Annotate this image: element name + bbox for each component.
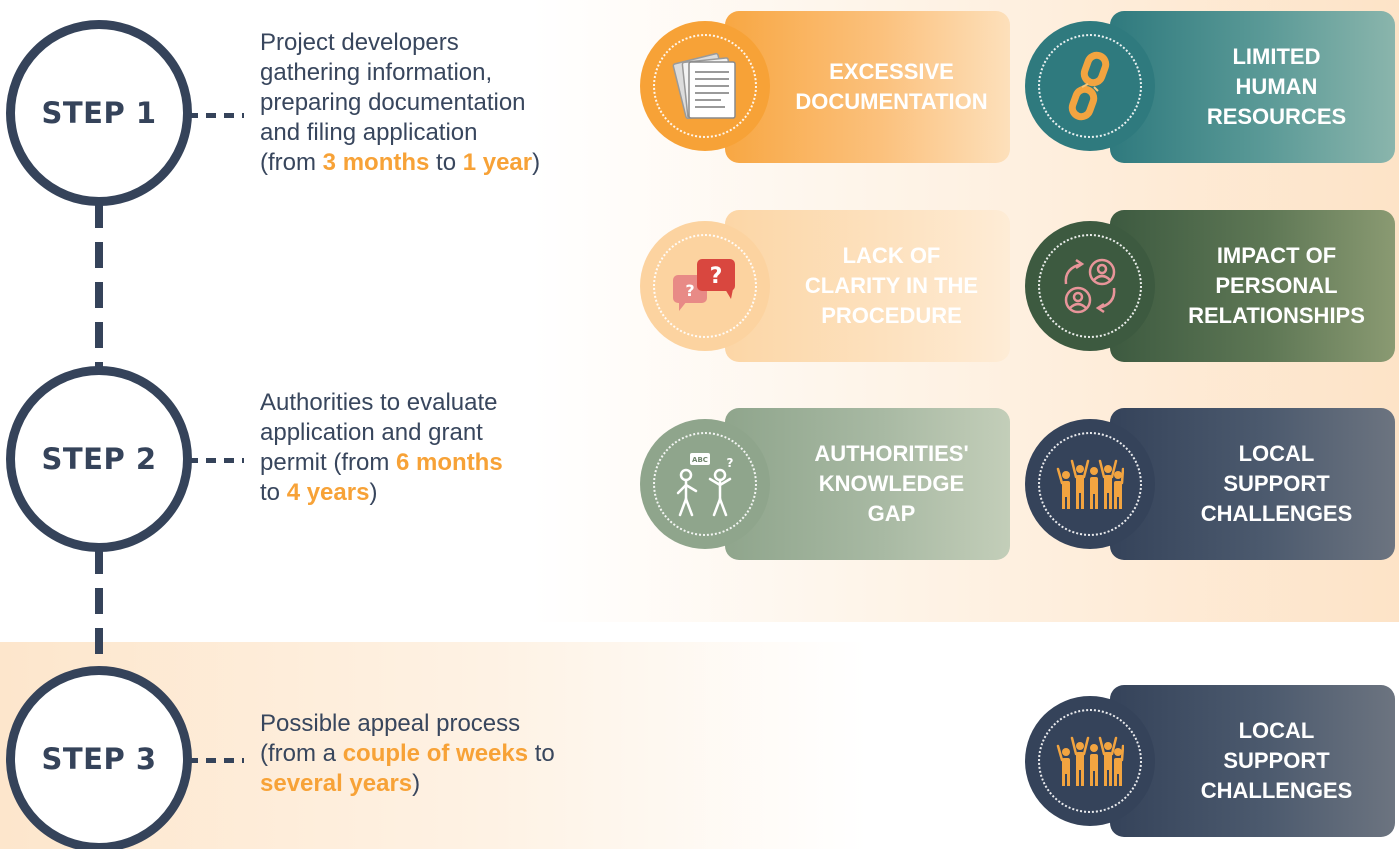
people-exchange-badge	[1025, 221, 1155, 351]
duration-highlight: 3 months	[322, 149, 430, 176]
broken-chain-badge	[1025, 21, 1155, 151]
step-3-circle: STEP 3	[6, 666, 192, 849]
card-local-support-challenges-appeal: LOCAL SUPPORT CHALLENGES	[1110, 685, 1395, 837]
svg-text:?: ?	[685, 281, 694, 300]
svg-text:ABC: ABC	[692, 456, 708, 464]
people-exchange-icon	[1064, 258, 1116, 314]
connector-step2-desc	[188, 458, 244, 463]
step-1-description: Project developers gathering information…	[260, 29, 541, 176]
step-3-description: Possible appeal process (from a couple o…	[260, 710, 555, 797]
card-lack-of-clarity: LACK OF CLARITY IN THE PROCEDURE	[725, 210, 1010, 362]
crowd-icon	[1056, 459, 1124, 509]
step-3-label: STEP 3	[41, 742, 157, 776]
connector-step2-step3	[95, 548, 103, 668]
connector-step1-step2	[95, 202, 103, 382]
card-authorities-knowledge-gap: AUTHORITIES' KNOWLEDGE GAP	[725, 408, 1010, 560]
duration-highlight: several years	[260, 770, 413, 797]
duration-highlight: couple of weeks	[342, 740, 529, 767]
duration-highlight: 1 year	[462, 149, 533, 176]
card-limited-human-resources: LIMITED HUMAN RESOURCES	[1110, 11, 1395, 163]
step-2-label: STEP 2	[41, 442, 157, 476]
connector-step3-desc	[188, 758, 244, 763]
duration-highlight: 6 months	[396, 449, 503, 476]
step-1-circle: STEP 1	[6, 20, 192, 206]
documents-badge	[640, 21, 770, 151]
svg-text:?: ?	[710, 264, 723, 289]
documents-icon	[672, 52, 736, 120]
duration-highlight: 4 years	[286, 479, 370, 506]
question-bubbles-badge: ? ?	[640, 221, 770, 351]
step-2-circle: STEP 2	[6, 366, 192, 552]
crowd-icon	[1056, 736, 1124, 786]
confused-people-badge: ABC ?	[640, 419, 770, 549]
svg-text:?: ?	[727, 456, 734, 470]
crowd-badge	[1025, 419, 1155, 549]
step-1-label: STEP 1	[41, 96, 157, 130]
broken-chain-icon	[1068, 51, 1110, 121]
step-2-description: Authorities to evaluate application and …	[260, 389, 503, 506]
question-bubbles-icon: ? ?	[673, 259, 735, 311]
confused-people-icon: ABC ?	[676, 453, 734, 517]
connector-step1-desc	[188, 113, 244, 118]
card-impact-personal-relationships: IMPACT OF PERSONAL RELATIONSHIPS	[1110, 210, 1395, 362]
card-local-support-challenges: LOCAL SUPPORT CHALLENGES	[1110, 408, 1395, 560]
crowd-badge	[1025, 696, 1155, 826]
card-excessive-documentation: EXCESSIVE DOCUMENTATION	[725, 11, 1010, 163]
